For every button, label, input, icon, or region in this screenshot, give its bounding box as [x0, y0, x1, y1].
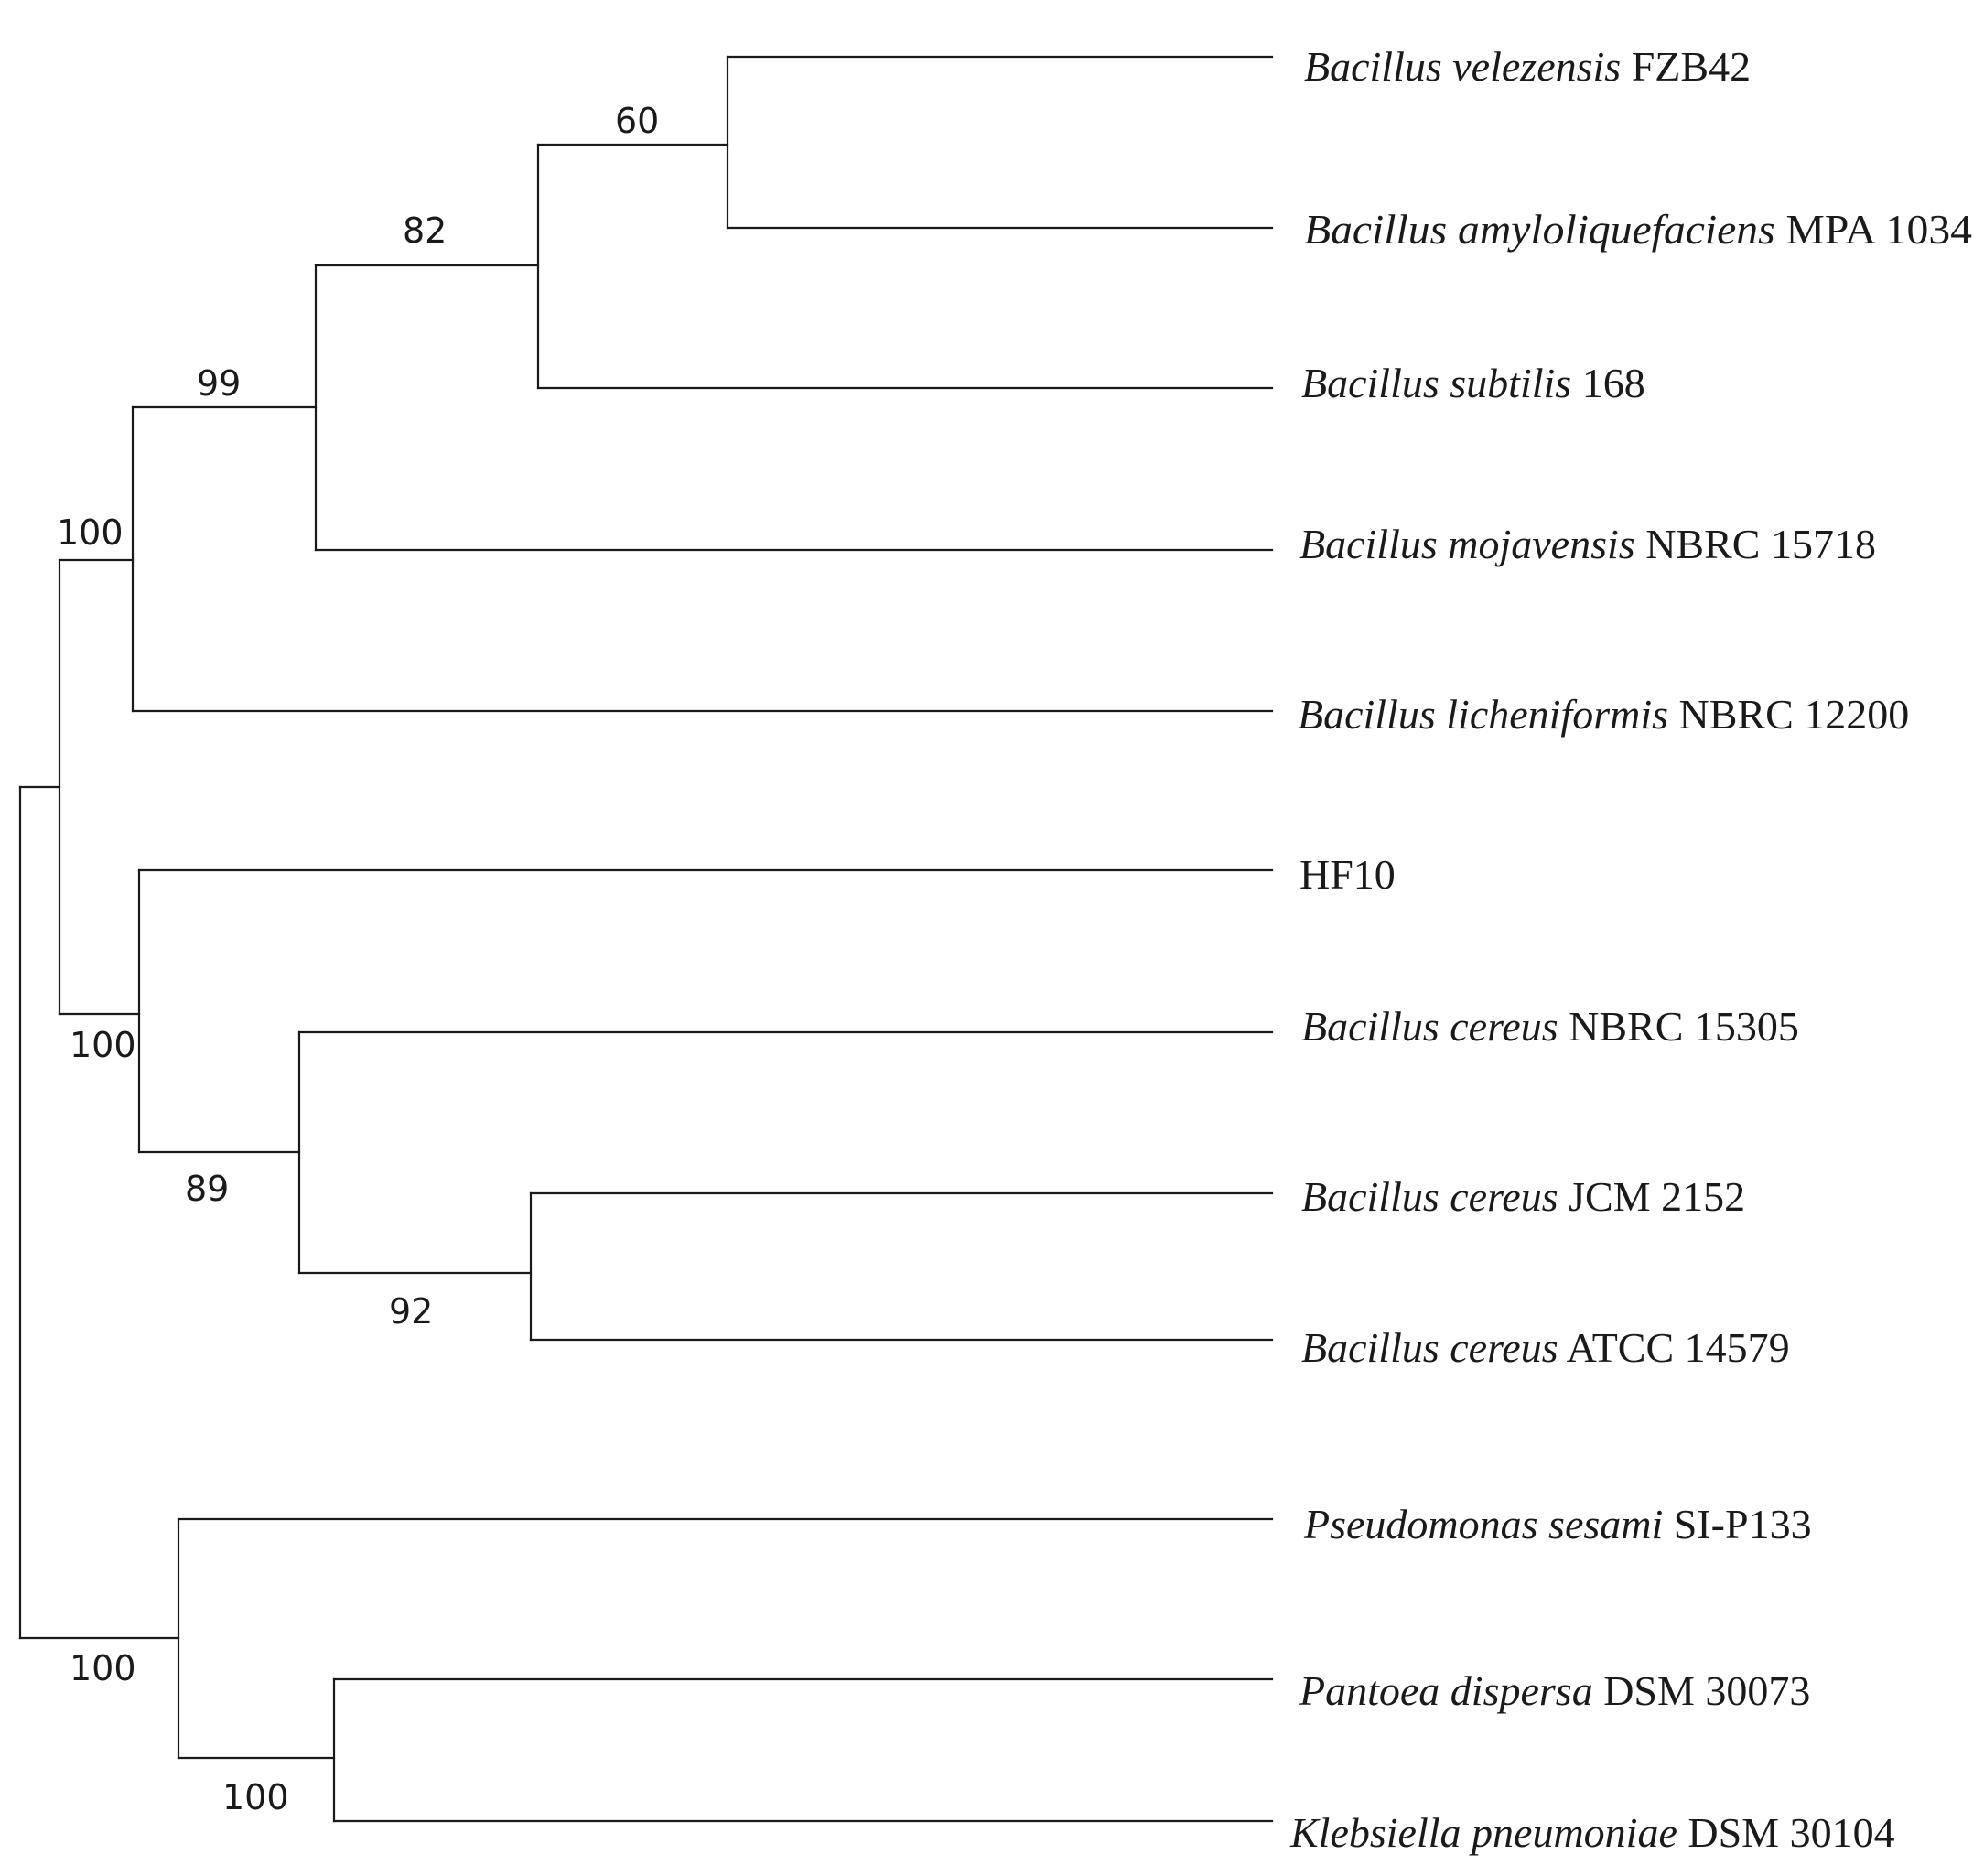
taxon-label: Bacillus cereus ATCC 14579 — [1301, 1324, 1790, 1371]
support-value: 60 — [615, 101, 659, 141]
taxon-label: Pantoea dispersa DSM 30073 — [1299, 1667, 1810, 1714]
support-value: 100 — [70, 1025, 136, 1065]
support-value: 100 — [57, 512, 124, 553]
taxon-label: Bacillus amyloliquefaciens MPA 1034 — [1304, 206, 1972, 253]
taxon-label: Bacillus velezensis FZB42 — [1304, 43, 1751, 90]
taxon-labels: Bacillus velezensis FZB42 Bacillus amylo… — [1289, 43, 1972, 1856]
support-value: 100 — [222, 1777, 289, 1817]
taxon-label: Klebsiella pneumoniae DSM 30104 — [1289, 1809, 1895, 1856]
taxon-label: Bacillus cereus NBRC 15305 — [1301, 1003, 1799, 1050]
support-value: 100 — [70, 1648, 136, 1688]
taxon-label: Bacillus cereus JCM 2152 — [1301, 1173, 1745, 1220]
support-value: 89 — [185, 1169, 229, 1209]
support-value: 82 — [403, 210, 447, 251]
taxon-label: Bacillus subtilis 168 — [1301, 360, 1645, 406]
taxon-label: Bacillus mojavensis NBRC 15718 — [1299, 521, 1876, 567]
support-value: 99 — [197, 363, 241, 404]
taxon-label: Pseudomonas sesami SI-P133 — [1303, 1501, 1812, 1547]
taxon-label: HF10 — [1299, 851, 1396, 898]
taxon-label: Bacillus licheniformis NBRC 12200 — [1298, 691, 1909, 738]
support-value: 92 — [389, 1291, 433, 1332]
support-values: 60 82 99 100 100 89 92 100 100 — [57, 101, 659, 1817]
tree-branches — [18, 55, 1274, 1823]
